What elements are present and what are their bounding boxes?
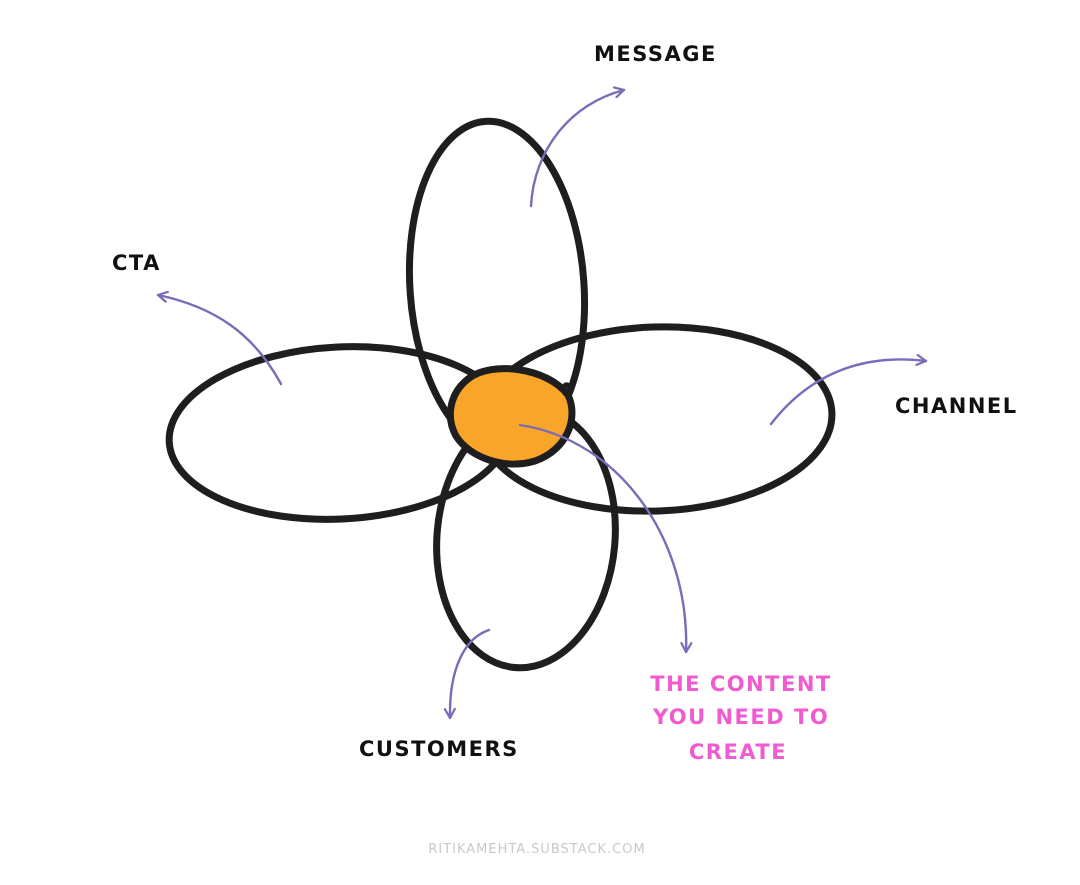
arrow-customers	[450, 628, 491, 720]
arrow-channel	[769, 359, 928, 426]
footer-credit: RITIKAMEHTA.SUBSTACK.COM	[428, 842, 645, 857]
label-center-line-1: THE CONTENT	[650, 672, 831, 696]
label-channel: CHANNEL	[895, 394, 1018, 418]
label-customers: CUSTOMERS	[359, 737, 519, 761]
center-tick-mark	[560, 382, 573, 393]
arrow-center-content	[518, 423, 686, 654]
arrow-message	[529, 90, 626, 208]
label-center-line-3: CREATE	[689, 740, 787, 764]
arrow-cta	[156, 295, 283, 386]
label-cta: CTA	[112, 251, 161, 275]
label-message: MESSAGE	[594, 42, 717, 66]
label-center-line-2: YOU NEED TO	[652, 705, 829, 729]
center-overlap	[446, 365, 576, 468]
